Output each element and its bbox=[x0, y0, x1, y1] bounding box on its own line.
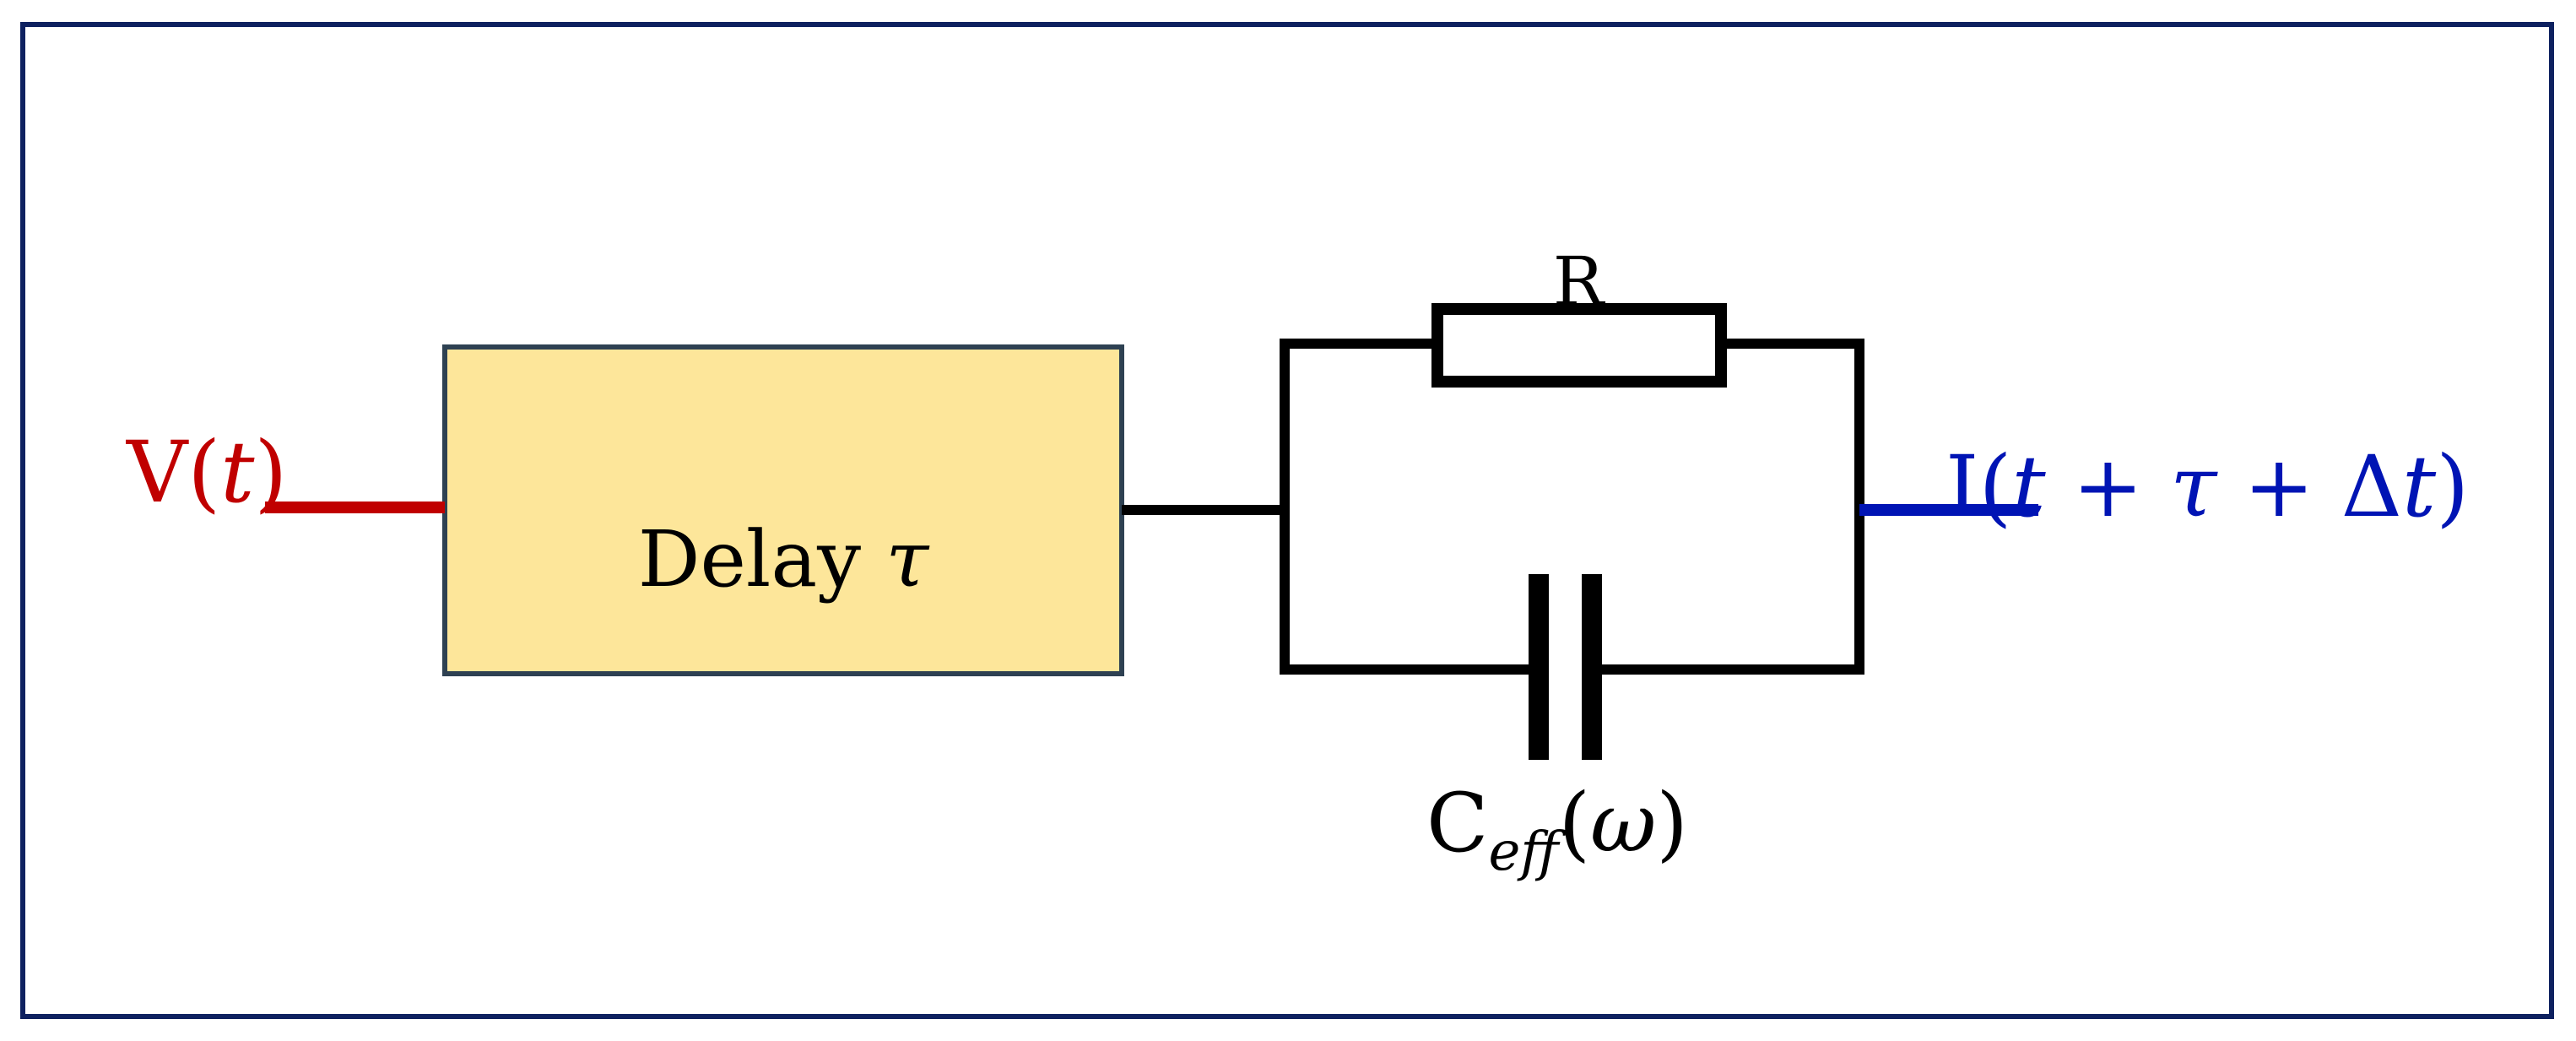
delay-block bbox=[442, 344, 1124, 676]
output-signal-label: I(t + τ + Δt) bbox=[1946, 437, 2469, 536]
diagram-frame bbox=[20, 22, 2554, 1019]
resistor-label: R bbox=[1553, 242, 1606, 321]
input-signal-label: V(t) bbox=[126, 423, 287, 522]
resistor bbox=[1431, 303, 1727, 388]
network-top-left-wire bbox=[1280, 339, 1529, 675]
network-top-right-wire bbox=[1600, 339, 1864, 675]
delay-block-label: Delay τ bbox=[638, 514, 931, 605]
capacitor-label: Ceff(ω) bbox=[1426, 776, 1688, 883]
